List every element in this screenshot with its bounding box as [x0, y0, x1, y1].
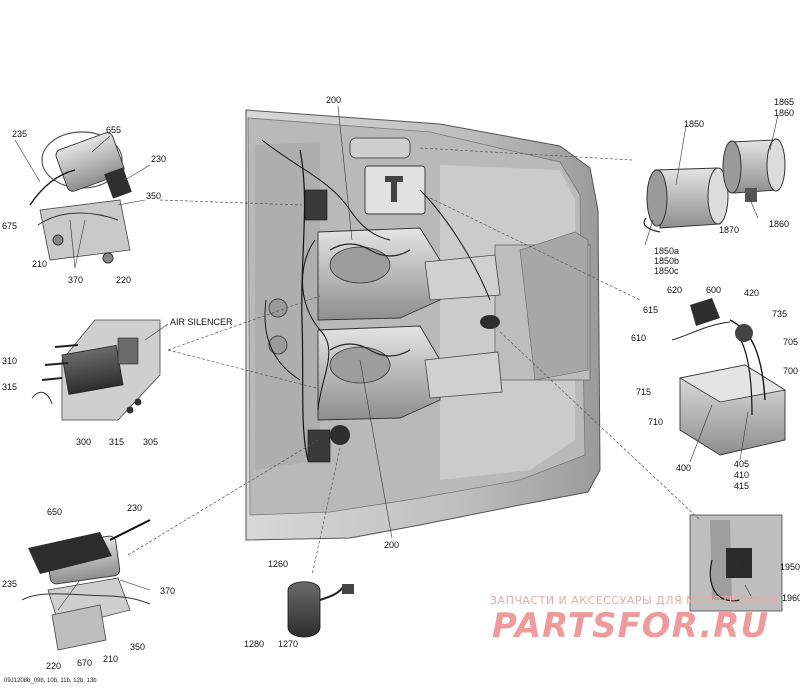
- callout-735: 735: [772, 309, 788, 319]
- callout-675: 675: [2, 221, 18, 231]
- callout-1280: 1280: [244, 639, 265, 649]
- callout-705: 705: [783, 337, 799, 347]
- callout-405: 405: [734, 459, 750, 469]
- callout-1270: 1270: [278, 639, 299, 649]
- detail-bottom-left: [21, 519, 151, 651]
- watermark-logo: PARTSFOR.RU: [492, 606, 770, 646]
- detail-air-silencer: [31, 319, 161, 421]
- callout-235-bottom: 235: [2, 579, 18, 589]
- engine-lower: [317, 325, 503, 421]
- callout-350-bottom: 350: [130, 642, 146, 652]
- callout-305: 305: [143, 437, 159, 447]
- detail-top-right: [643, 138, 786, 233]
- callout-300: 300: [76, 437, 92, 447]
- callout-1870: 1870: [719, 225, 740, 235]
- callout-1850c: 1850c: [654, 266, 679, 276]
- drawing-code: 09J1208b_09b, 10b, 11b, 12b, 13b: [4, 678, 97, 684]
- air-silencer-label: AIR SILENCER: [170, 317, 233, 327]
- callout-650: 650: [47, 507, 63, 517]
- callout-655: 655: [106, 125, 122, 135]
- callout-400: 400: [676, 463, 692, 473]
- detail-inset-bottom-right: [689, 514, 783, 612]
- callout-610: 610: [631, 333, 647, 343]
- callout-410: 410: [734, 470, 750, 480]
- callout-370-top: 370: [68, 275, 84, 285]
- screw-icon: [41, 344, 79, 381]
- hull-main-view: [245, 109, 601, 541]
- callout-220-top: 220: [116, 275, 132, 285]
- detail-top-left: [29, 131, 132, 264]
- callout-370-bottom: 370: [160, 586, 176, 596]
- watermark-tagline: ЗАПЧАСТИ И АКСЕССУАРЫ ДЛЯ МОТОТЕХНИКИ: [490, 594, 779, 607]
- callout-615: 615: [643, 305, 659, 315]
- callout-350-top: 350: [146, 191, 162, 201]
- callout-710: 710: [648, 417, 664, 427]
- callout-700: 700: [783, 366, 799, 376]
- callout-1850: 1850: [684, 119, 705, 129]
- callout-1960: 1960: [782, 593, 800, 603]
- callout-310: 310: [2, 356, 18, 366]
- callout-210-bottom: 210: [103, 654, 119, 664]
- callout-420: 420: [744, 288, 760, 298]
- callout-210-top: 210: [32, 259, 48, 269]
- callout-315-right: 315: [109, 437, 125, 447]
- callout-230-bottom: 230: [127, 503, 143, 513]
- callout-1860-top: 1860: [774, 108, 795, 118]
- callout-415: 415: [734, 481, 750, 491]
- callout-620: 620: [667, 285, 683, 295]
- callout-600: 600: [706, 285, 722, 295]
- callout-1865: 1865: [774, 97, 795, 107]
- engine-upper: [317, 227, 501, 321]
- callout-lines: [127, 147, 701, 576]
- leader-lines: [14, 105, 779, 611]
- callout-220-bottom: 220: [46, 661, 62, 671]
- callout-1850b: 1850b: [654, 256, 680, 266]
- callout-230-top: 230: [151, 154, 167, 164]
- callout-200-top: 200: [326, 95, 342, 105]
- callout-670: 670: [77, 658, 93, 668]
- detail-electrical-box: [671, 298, 787, 456]
- detail-ignition-coil: [287, 581, 354, 638]
- callout-315-left: 315: [2, 382, 18, 392]
- callout-200-bottom: 200: [384, 540, 400, 550]
- callout-1850a: 1850a: [654, 246, 680, 256]
- callout-1860-bottom: 1860: [769, 219, 790, 229]
- callout-715: 715: [636, 387, 652, 397]
- callout-235-top: 235: [12, 129, 28, 139]
- callout-1260: 1260: [268, 559, 289, 569]
- callout-1950: 1950: [780, 562, 800, 572]
